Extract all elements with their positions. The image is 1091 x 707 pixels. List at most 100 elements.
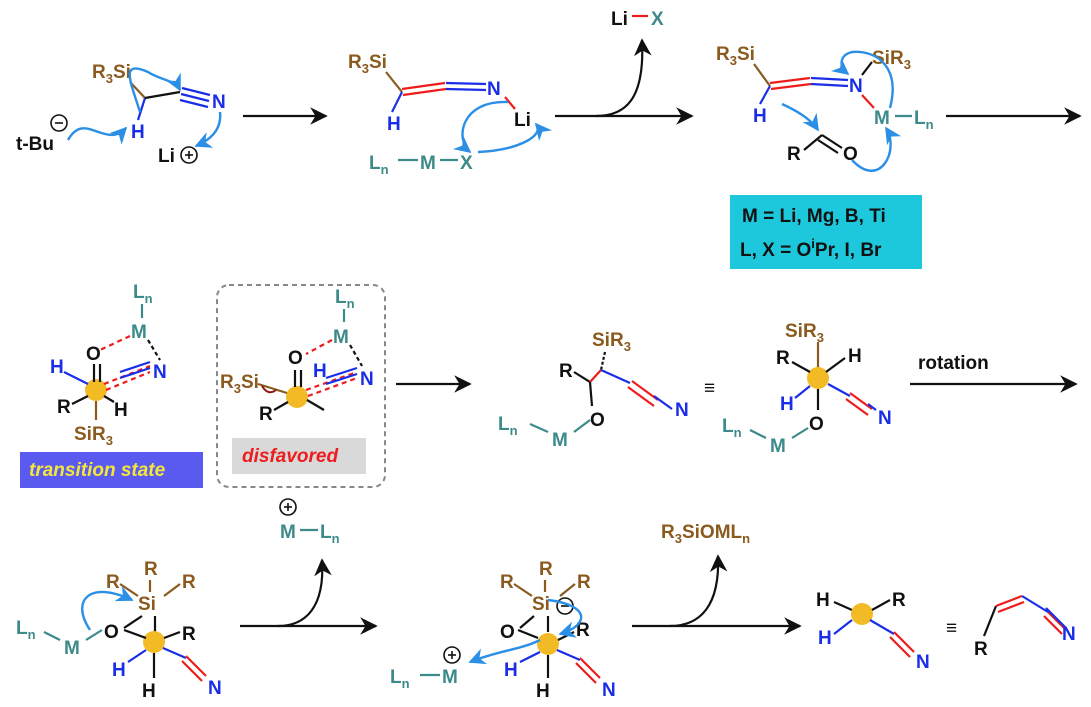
r-label: R	[106, 572, 120, 593]
structure-silyl-alkoxide: R R R Si O R H H N M Ln	[16, 559, 222, 702]
sir3-label: SiR3	[592, 330, 631, 354]
n-label: N	[916, 652, 930, 673]
equivalence-sign: ≡	[946, 618, 957, 639]
plus-charge-icon	[180, 146, 198, 164]
h-label: H	[387, 114, 401, 135]
sir3-label: SiR3	[74, 424, 113, 448]
m-label: M	[64, 638, 80, 659]
n-label: N	[1062, 624, 1076, 645]
n-label: N	[675, 400, 689, 421]
r3si-label: R3Si	[348, 52, 387, 76]
svg-text:Ln: Ln	[133, 282, 153, 306]
tbu-label: t-Bu	[16, 134, 54, 155]
r3si-label: R3Si	[716, 44, 755, 68]
equivalence-sign: ≡	[704, 378, 715, 399]
curly-arrow-icon	[128, 67, 182, 113]
m-label: M	[770, 436, 786, 457]
n-label: N	[360, 369, 374, 390]
byproduct-lix: Li X	[595, 9, 664, 118]
structure-disfavored: Ln M O R3Si R H N disfavored	[216, 284, 386, 488]
h-label: H	[536, 681, 550, 702]
r-label: R	[576, 620, 590, 641]
structure-transition-state: Ln M O H R H SiR3 N transition state	[20, 282, 203, 488]
svg-text:Ln: Ln	[320, 522, 340, 546]
curly-arrow-icon	[194, 111, 222, 148]
svg-text:Ln: Ln	[914, 108, 934, 132]
curly-arrow-icon	[477, 122, 553, 154]
m-label: M	[874, 108, 890, 129]
r3si-label: R3Si	[92, 62, 131, 86]
h-label: H	[780, 394, 794, 415]
si-label: Si	[532, 594, 550, 615]
n-label: N	[487, 79, 501, 100]
svg-text:Ln: Ln	[722, 416, 742, 440]
structure-metallo-ketenimine: R3Si H N SiR3 M Ln R O	[716, 44, 934, 172]
structure-deprotonation: t-Bu R3Si H N Li	[16, 62, 226, 167]
h-label: H	[818, 628, 832, 649]
m-label: M	[280, 522, 296, 543]
structure-silicate: R R R Si O R H H N M Ln	[390, 559, 616, 702]
silanolate-label: R3SiOMLn	[661, 522, 750, 546]
o-label: O	[500, 622, 515, 643]
m-label: M	[552, 430, 568, 451]
r-label: R	[892, 590, 906, 611]
o-label: O	[104, 622, 119, 643]
h-label: H	[142, 681, 156, 702]
conditions-box: M = Li, Mg, B, Ti L, X = OiPr, I, Br	[730, 195, 922, 269]
l-label: L	[914, 108, 926, 129]
h-label: H	[504, 660, 518, 681]
curly-arrow-icon	[81, 585, 134, 631]
li-label: Li	[611, 9, 628, 30]
svg-text:Ln: Ln	[390, 667, 410, 691]
sir3-label: SiR3	[872, 48, 911, 72]
o-label: O	[86, 344, 101, 365]
curly-arrow-icon	[547, 598, 583, 638]
r-label: R	[577, 572, 591, 593]
h-label: H	[816, 590, 830, 611]
disfavored-label: disfavored	[242, 446, 338, 467]
nitrile-n-label: N	[212, 92, 226, 113]
structure-acrylonitrile-skeletal: N R	[974, 594, 1076, 660]
li-label: Li	[158, 146, 175, 167]
svg-text:Ln: Ln	[335, 287, 355, 311]
l-label: L	[369, 153, 381, 174]
n-label: N	[878, 408, 892, 429]
h-label: H	[112, 660, 126, 681]
curly-arrow-icon	[851, 126, 902, 172]
plus-charge-icon	[443, 646, 461, 664]
o-label: O	[843, 144, 858, 165]
rotation-label: rotation	[918, 353, 989, 374]
r3si-label: R3Si	[220, 372, 259, 396]
li-label: Li	[514, 110, 531, 131]
r-label: R	[182, 624, 196, 645]
h-label: H	[848, 346, 862, 367]
structure-acrylonitrile: H R H N	[816, 590, 930, 673]
o-label: O	[809, 414, 824, 435]
structure-alkoxide-rotamer: SiR3 R H H O N M Ln	[722, 321, 892, 457]
minus-charge-icon	[50, 114, 68, 132]
r-label: R	[57, 397, 71, 418]
r-label: R	[500, 572, 514, 593]
svg-text:Ln: Ln	[498, 414, 518, 438]
x-label: X	[460, 153, 473, 174]
r-label: R	[974, 639, 988, 660]
m-label: M	[333, 327, 349, 348]
x-label: X	[651, 9, 664, 30]
m-label: M	[442, 667, 458, 688]
conditions-line2: L, X = OiPr, I, Br	[740, 236, 882, 261]
n-label: N	[602, 680, 616, 701]
r-label: R	[787, 144, 801, 165]
curly-arrow-icon	[66, 126, 128, 145]
r-label: R	[144, 559, 158, 580]
o-label: O	[288, 348, 303, 369]
r-label: R	[539, 559, 553, 580]
curly-arrow-icon	[468, 638, 541, 665]
r-label: R	[559, 361, 573, 382]
byproduct-m-ln: M Ln	[277, 498, 340, 628]
svg-text:Ln: Ln	[16, 618, 36, 642]
h-label: H	[753, 106, 767, 127]
h-label: H	[313, 361, 327, 382]
m-label: M	[420, 153, 436, 174]
plus-charge-icon	[279, 498, 297, 516]
